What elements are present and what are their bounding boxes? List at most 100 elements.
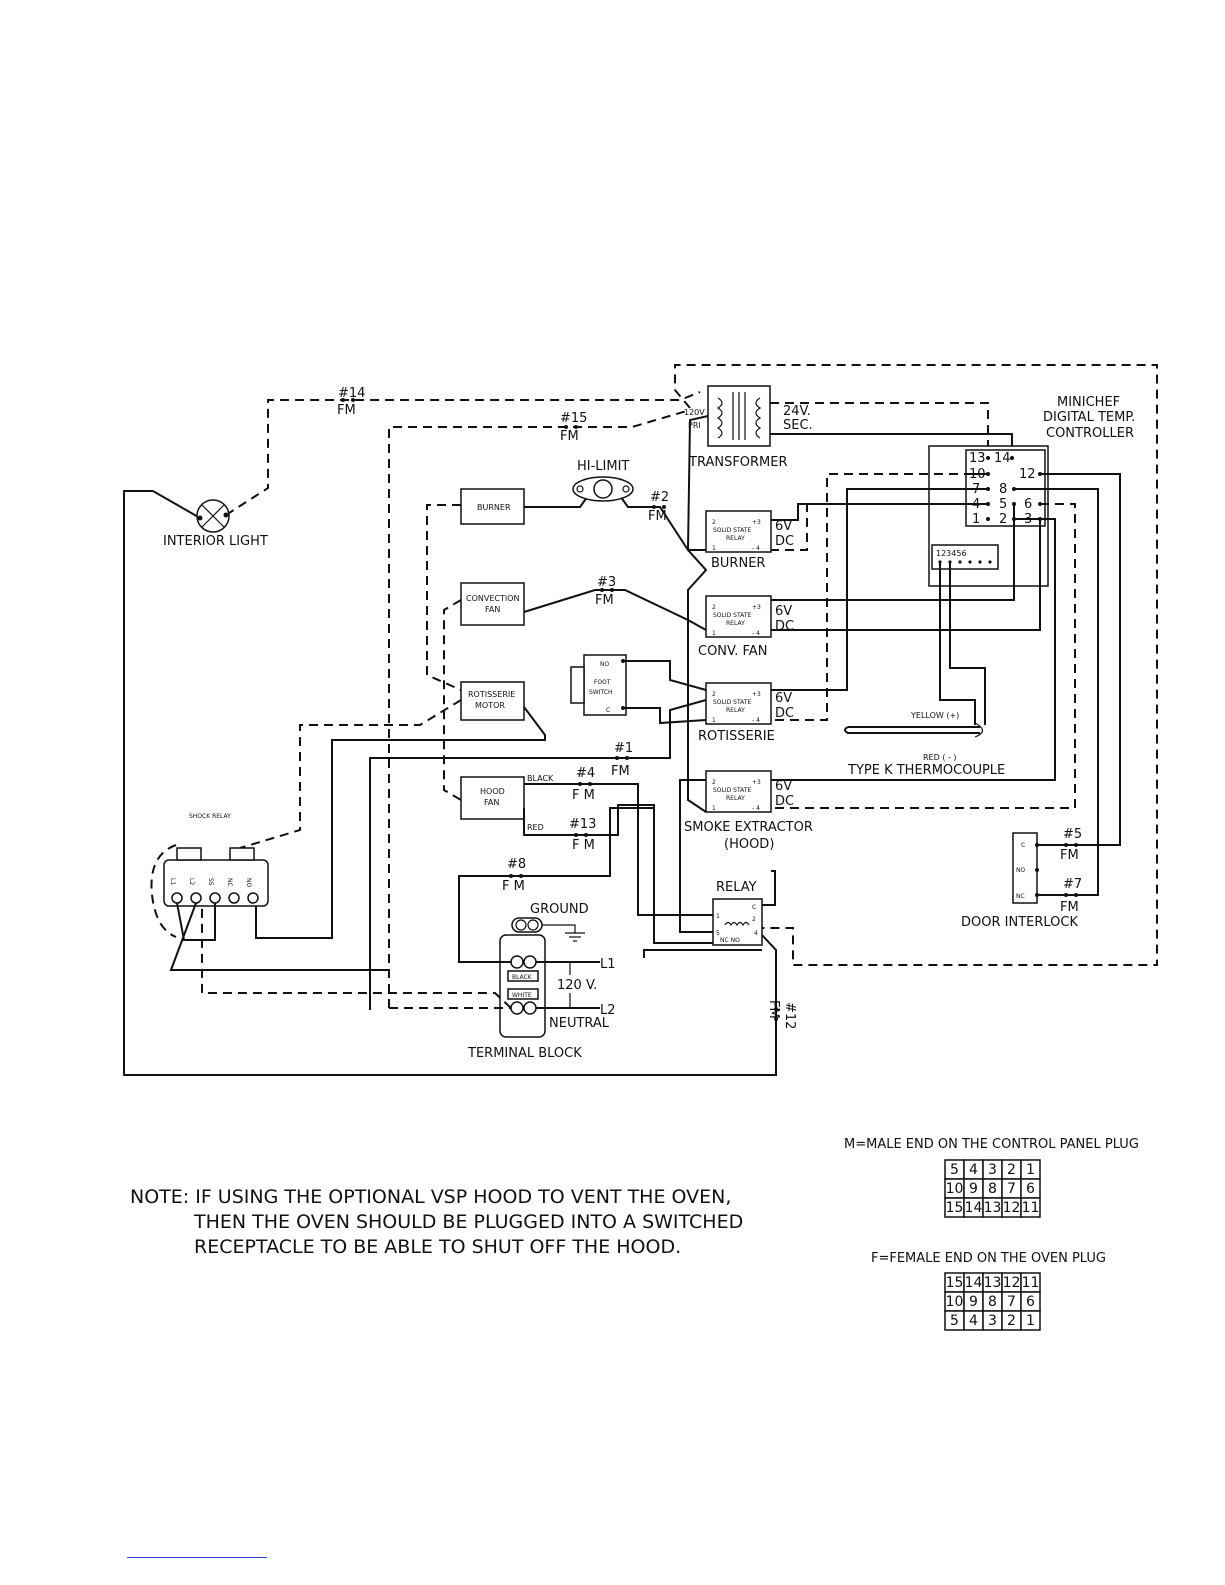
wire-1: #1 FM xyxy=(369,699,707,1010)
svg-text:2: 2 xyxy=(712,779,716,786)
wire-15: #15 FM xyxy=(560,411,587,444)
svg-text:RELAY: RELAY xyxy=(716,880,757,895)
svg-text:F M: F M xyxy=(572,788,595,803)
svg-text:- 4: - 4 xyxy=(752,630,760,637)
pin-cell xyxy=(1020,1310,1041,1331)
svg-text:M=MALE END ON THE CONTROL PANE: M=MALE END ON THE CONTROL PANEL PLUG xyxy=(844,1137,1139,1152)
svg-text:13: 13 xyxy=(969,451,986,466)
pin-number: 2 xyxy=(1007,1313,1016,1329)
svg-text:- 4: - 4 xyxy=(752,717,760,724)
svg-text:SEC.: SEC. xyxy=(783,418,813,433)
svg-text:HI-LIMIT: HI-LIMIT xyxy=(577,459,629,474)
wire-2: #2 FM xyxy=(648,490,669,524)
load-neutral-bus xyxy=(426,504,462,691)
svg-text:BURNER: BURNER xyxy=(477,503,511,512)
wire-4: #4 F M xyxy=(572,766,595,803)
svg-text:DC: DC xyxy=(775,706,794,721)
thermocouple: YELLOW (+) RED ( - ) TYPE K THERMOCOUPLE xyxy=(844,711,1005,778)
svg-text:FM: FM xyxy=(766,1000,781,1019)
svg-text:MINICHEF: MINICHEF xyxy=(1057,395,1120,410)
svg-text:RELAY: RELAY xyxy=(726,620,745,627)
svg-text:FAN: FAN xyxy=(484,798,499,807)
svg-text:4: 4 xyxy=(754,930,758,937)
foot-switch: NO FOOT SWITCH C xyxy=(570,654,707,725)
pin-number: 15 xyxy=(946,1200,964,1216)
svg-text:FM: FM xyxy=(611,764,630,779)
interior-light: INTERIOR LIGHT xyxy=(163,499,268,549)
pin-number: 3 xyxy=(988,1313,997,1329)
terminal-block: GROUND BLACK WHITE 120 V. L1 L2 NEUTRAL … xyxy=(467,902,616,1061)
hi-limit-switch: HI-LIMIT xyxy=(572,459,634,502)
svg-text:#4: #4 xyxy=(576,766,595,781)
svg-text:FM: FM xyxy=(1060,900,1079,915)
rotisserie-motor-load: ROTISSERIE MOTOR xyxy=(255,681,546,939)
svg-text:WHITE: WHITE xyxy=(512,992,532,999)
svg-text:5: 5 xyxy=(716,930,720,937)
svg-text:DC: DC xyxy=(775,534,794,549)
svg-text:1: 1 xyxy=(712,717,716,724)
svg-text:SS: SS xyxy=(207,878,214,886)
pin-number: 8 xyxy=(988,1181,997,1197)
ssr-burner: 2+3 SOLID STATE RELAY 1- 4 6V DC BURNER xyxy=(705,510,794,571)
door-interlock: C NO NC DOOR INTERLOCK xyxy=(961,832,1078,930)
svg-text:PRI: PRI xyxy=(688,421,701,430)
svg-text:L2: L2 xyxy=(600,1003,616,1018)
wire-5: #5 FM xyxy=(1060,827,1082,863)
pin-number: 4 xyxy=(969,1162,978,1178)
svg-text:+3: +3 xyxy=(752,779,761,786)
ssr-smoke-extractor: 2+3 SOLID STATE RELAY 1- 4 6V DC SMOKE E… xyxy=(684,770,813,852)
svg-text:#7: #7 xyxy=(1063,877,1082,892)
svg-text:NEUTRAL: NEUTRAL xyxy=(549,1016,610,1031)
svg-text:12: 12 xyxy=(1019,467,1036,482)
svg-text:NOTE: IF USING THE OPTIONAL V: NOTE: IF USING THE OPTIONAL VSP HOOD TO … xyxy=(130,1186,731,1208)
pin-number: 7 xyxy=(1007,1294,1016,1310)
svg-text:NO: NO xyxy=(1016,867,1025,874)
svg-text:NO: NO xyxy=(600,661,609,668)
pin-number: 8 xyxy=(988,1294,997,1310)
pin-number: 14 xyxy=(965,1200,983,1216)
pin-number: 11 xyxy=(1022,1200,1040,1216)
svg-text:NC: NC xyxy=(226,878,233,887)
svg-text:6: 6 xyxy=(1024,497,1032,512)
footer-link-underline xyxy=(127,1557,267,1558)
svg-text:THEN THE OVEN SHOULD BE PLUGGE: THEN THE OVEN SHOULD BE PLUGGED INTO A S… xyxy=(193,1211,743,1233)
svg-text:120 V.: 120 V. xyxy=(557,978,597,993)
svg-text:BLACK: BLACK xyxy=(512,974,533,981)
svg-text:#13: #13 xyxy=(569,817,596,832)
pin-number: 15 xyxy=(946,1275,964,1291)
pin-number: 14 xyxy=(965,1275,983,1291)
svg-text:#5: #5 xyxy=(1063,827,1082,842)
svg-text:6V: 6V xyxy=(775,779,792,794)
svg-text:+3: +3 xyxy=(752,519,761,526)
pin-number: 13 xyxy=(984,1200,1002,1216)
svg-text:F M: F M xyxy=(502,879,525,894)
svg-text:1: 1 xyxy=(972,512,980,527)
svg-text:SWITCH: SWITCH xyxy=(589,689,613,696)
svg-text:CONV. FAN: CONV. FAN xyxy=(698,644,767,659)
svg-text:CONTROLLER: CONTROLLER xyxy=(1046,426,1134,441)
svg-text:ROTISSERIE: ROTISSERIE xyxy=(698,729,775,744)
svg-text:2: 2 xyxy=(752,916,756,923)
pin-number: 10 xyxy=(946,1181,964,1197)
minichef-controller: MINICHEF DIGITAL TEMP. CONTROLLER 13 14 … xyxy=(928,395,1135,587)
svg-text:FM: FM xyxy=(648,509,667,524)
svg-text:SOLID STATE: SOLID STATE xyxy=(713,612,751,619)
svg-text:YELLOW (+): YELLOW (+) xyxy=(910,711,959,720)
wire-12: FM #12 xyxy=(766,1000,797,1029)
svg-text:NC: NC xyxy=(1016,893,1025,900)
svg-text:2: 2 xyxy=(712,604,716,611)
pin-number: 4 xyxy=(969,1313,978,1329)
svg-text:120V: 120V xyxy=(684,408,705,417)
pin-cell xyxy=(1020,1197,1041,1218)
svg-text:C: C xyxy=(606,707,610,714)
svg-text:L1: L1 xyxy=(600,957,616,972)
pin-number: 1 xyxy=(1026,1313,1035,1329)
pin-number: 7 xyxy=(1007,1181,1016,1197)
svg-text:1: 1 xyxy=(712,630,716,637)
thermocouple-label: TYPE K THERMOCOUPLE xyxy=(847,763,1005,778)
svg-text:#14: #14 xyxy=(338,386,365,401)
svg-text:DIGITAL TEMP.: DIGITAL TEMP. xyxy=(1043,410,1135,425)
